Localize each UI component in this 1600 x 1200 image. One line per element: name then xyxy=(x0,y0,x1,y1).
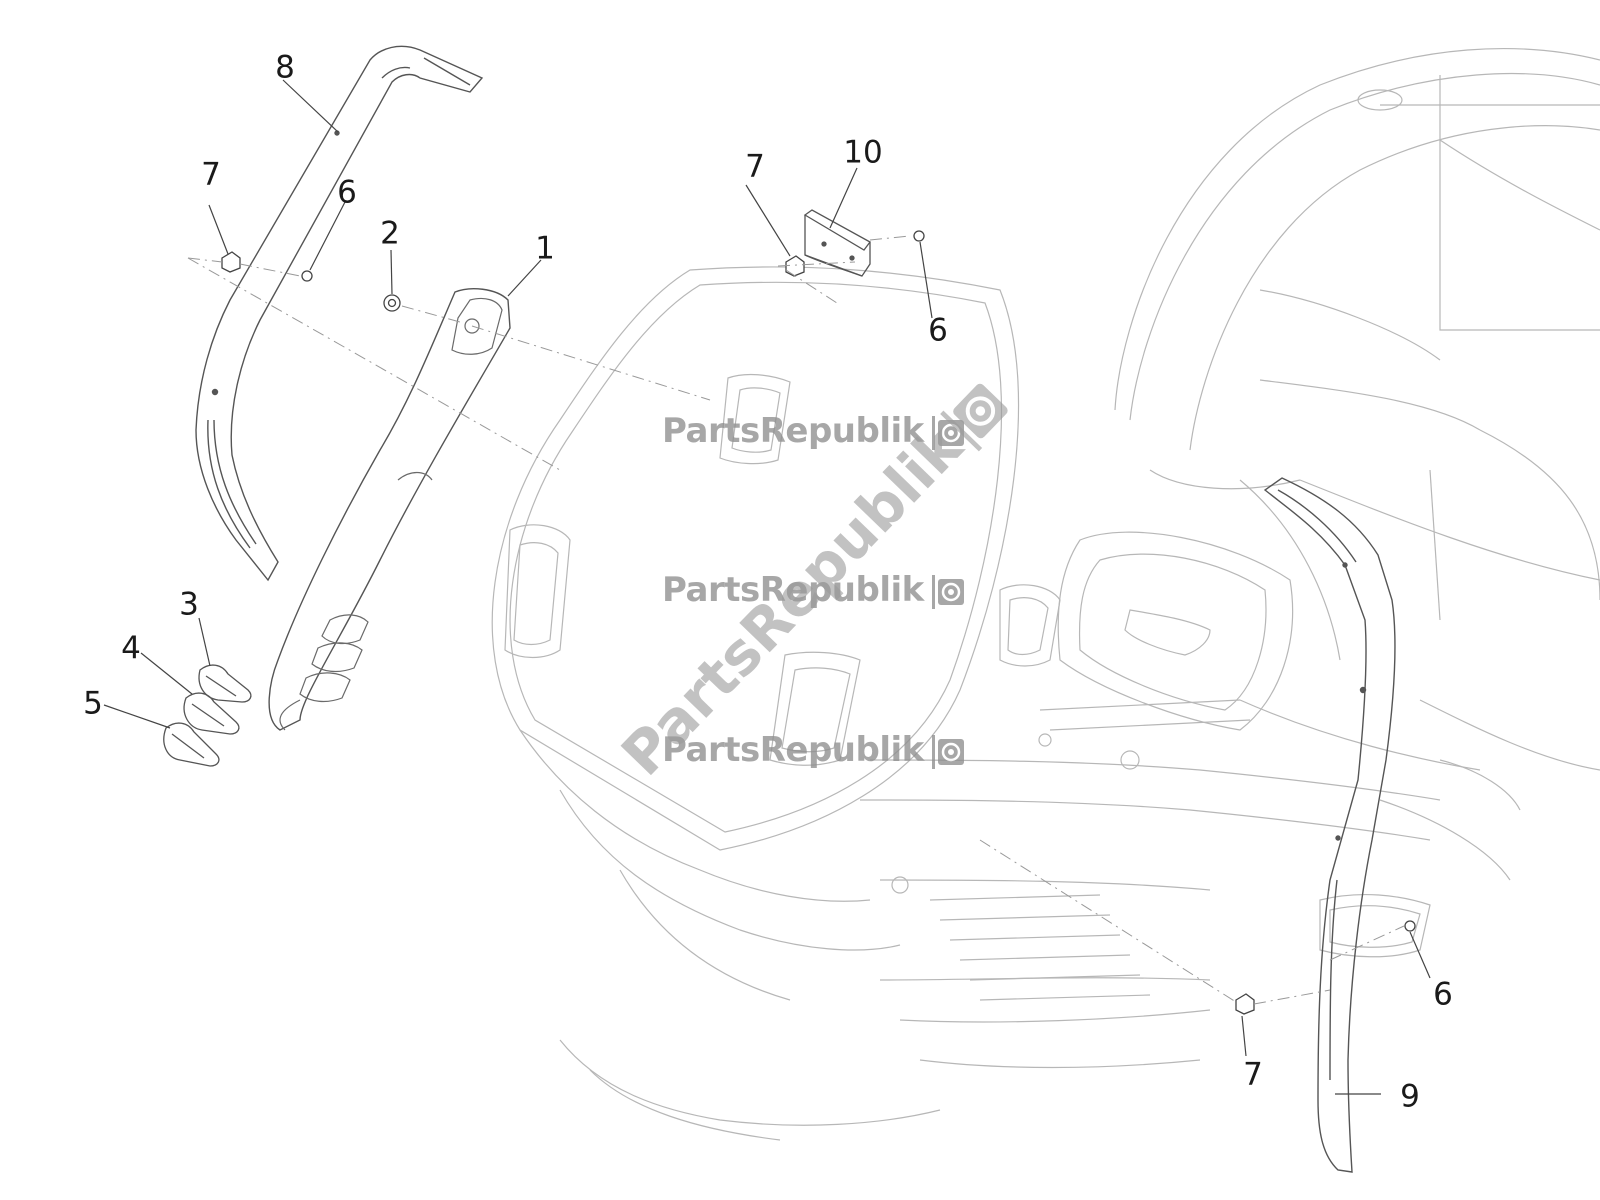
alignment-lines xyxy=(187,235,1405,1005)
watermark-middle: PartsRepublik xyxy=(662,573,966,609)
leader-lines xyxy=(103,79,1431,1095)
callout-4: 4 xyxy=(121,630,141,667)
callout-7-lower-right: 7 xyxy=(1243,1056,1263,1093)
scooter-body xyxy=(491,47,1600,1141)
watermark-bottom: PartsRepublik xyxy=(662,733,966,769)
callout-5: 5 xyxy=(83,685,103,722)
callout-1: 1 xyxy=(535,230,555,267)
callout-6-lower-right: 6 xyxy=(1433,976,1453,1013)
part-1-shield-cover xyxy=(268,288,511,731)
callout-7-upper-right: 7 xyxy=(745,148,765,185)
callout-2: 2 xyxy=(380,215,400,252)
callout-6-upper-right: 6 xyxy=(928,312,948,349)
callout-3: 3 xyxy=(179,586,199,623)
fasteners xyxy=(221,230,1416,1015)
watermark-top: PartsRepublik xyxy=(662,414,966,450)
callout-9: 9 xyxy=(1400,1078,1420,1115)
watermark-text: PartsRepublik xyxy=(662,411,924,451)
gear-icon xyxy=(931,574,964,609)
gear-icon xyxy=(939,383,1008,452)
part-10-bracket xyxy=(803,209,871,277)
watermark-diagonal: PartsRepublik xyxy=(608,371,1016,789)
part-8-shield-trim xyxy=(195,45,484,582)
parts-3-4-5-inserts xyxy=(163,664,252,767)
gear-icon xyxy=(931,734,964,769)
callout-6-upper-left: 6 xyxy=(337,174,357,211)
watermark-text: PartsRepublik xyxy=(662,730,924,770)
callout-8: 8 xyxy=(275,49,295,86)
part-9-shield-trim xyxy=(1263,477,1396,1173)
callout-7-upper-left: 7 xyxy=(201,156,221,193)
watermark-text: PartsRepublik xyxy=(662,570,924,610)
callout-10: 10 xyxy=(843,134,883,171)
